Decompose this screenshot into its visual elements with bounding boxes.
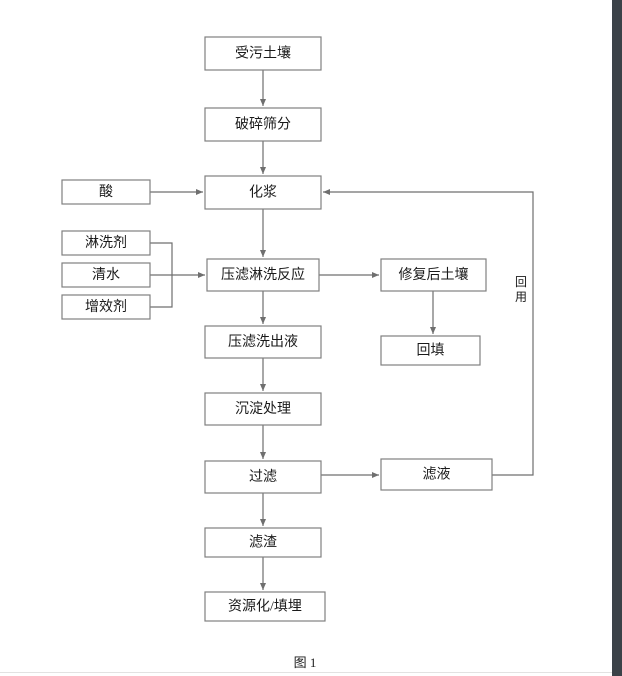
node-label-filtration: 过滤 [249, 469, 277, 485]
node-label-press-eluate: 压滤洗出液 [228, 334, 298, 350]
annotations-layer: 回用 [515, 275, 527, 304]
node-precipitation[interactable]: 沉淀处理 [204, 392, 322, 426]
node-box-crush-screen [204, 107, 322, 142]
node-press-eluate[interactable]: 压滤洗出液 [204, 325, 322, 359]
connectors-layer [150, 70, 534, 590]
page-bottom-rule [0, 672, 612, 673]
node-box-remediated-soil [380, 258, 487, 292]
node-clean-water[interactable]: 清水 [61, 262, 151, 288]
node-box-contaminated-soil [204, 36, 322, 71]
node-box-filtration [204, 460, 322, 494]
node-box-press-eluate [204, 325, 322, 359]
annotation-char-recycle-label-0: 回 [515, 275, 527, 289]
node-label-washing-agent: 淋洗剂 [85, 235, 127, 251]
node-label-enhancer: 增效剂 [85, 299, 127, 315]
node-box-slurrying [204, 175, 322, 210]
node-press-wash[interactable]: 压滤淋洗反应 [206, 258, 320, 292]
node-label-filter-residue: 滤渣 [249, 535, 277, 551]
node-box-enhancer [61, 294, 151, 320]
node-label-resource-landfill: 资源化/填埋 [228, 599, 302, 615]
node-box-press-wash [206, 258, 320, 292]
node-acid[interactable]: 酸 [61, 179, 151, 205]
node-remediated-soil[interactable]: 修复后土壤 [380, 258, 487, 292]
connector-recycle-return [323, 188, 534, 476]
node-box-washing-agent [61, 230, 151, 256]
annotation-char-recycle-label-1: 用 [515, 290, 527, 304]
node-box-precipitation [204, 392, 322, 426]
node-box-acid [61, 179, 151, 205]
node-label-precipitation: 沉淀处理 [235, 401, 291, 417]
node-label-press-wash: 压滤淋洗反应 [221, 266, 305, 283]
node-label-clean-water: 清水 [92, 267, 120, 283]
node-crush-screen[interactable]: 破碎筛分 [204, 107, 322, 142]
node-box-filter-residue [204, 527, 322, 558]
node-enhancer[interactable]: 增效剂 [61, 294, 151, 320]
node-box-resource-landfill [204, 591, 326, 622]
node-resource-landfill[interactable]: 资源化/填埋 [204, 591, 326, 622]
node-washing-agent[interactable]: 淋洗剂 [61, 230, 151, 256]
annotation-recycle-label: 回用 [515, 275, 527, 304]
figure-caption: 图 1 [294, 655, 317, 670]
node-box-backfill [380, 335, 481, 366]
node-filtration[interactable]: 过滤 [204, 460, 322, 494]
node-label-slurrying: 化浆 [249, 185, 277, 201]
node-label-backfill: 回填 [417, 343, 445, 359]
node-label-filtrate: 滤液 [423, 467, 451, 483]
node-slurrying[interactable]: 化浆 [204, 175, 322, 210]
node-label-remediated-soil: 修复后土壤 [399, 266, 469, 283]
node-label-acid: 酸 [99, 184, 113, 200]
node-contaminated-soil[interactable]: 受污土壤 [204, 36, 322, 71]
node-filtrate[interactable]: 滤液 [380, 458, 493, 491]
node-box-filtrate [380, 458, 493, 491]
node-filter-residue[interactable]: 滤渣 [204, 527, 322, 558]
node-label-contaminated-soil: 受污土壤 [235, 45, 291, 62]
node-box-clean-water [61, 262, 151, 288]
right-edge-gutter [612, 0, 622, 676]
node-label-crush-screen: 破碎筛分 [235, 117, 291, 133]
node-backfill[interactable]: 回填 [380, 335, 481, 366]
